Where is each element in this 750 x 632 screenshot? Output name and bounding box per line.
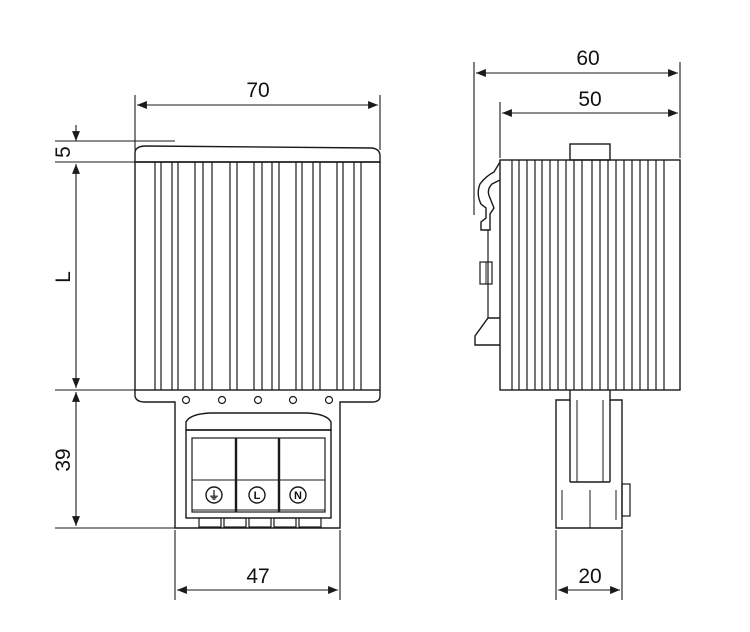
front-body — [134, 161, 381, 391]
terminal-block — [185, 412, 332, 431]
neutral-terminal-label: N — [294, 490, 302, 502]
side-connector — [555, 390, 623, 529]
front-top-cap — [134, 145, 381, 163]
width-50-label: 50 — [578, 88, 601, 111]
front-fins — [154, 162, 362, 390]
top-5-label: 5 — [52, 146, 75, 158]
live-terminal-label: L — [254, 490, 261, 502]
width-60-label: 60 — [576, 47, 599, 70]
side-view — [474, 143, 681, 529]
terminal-housing — [185, 429, 332, 519]
side-top-tab — [569, 143, 611, 161]
neutral-terminal-icon — [289, 486, 307, 504]
side-fins — [511, 160, 665, 390]
front-bottom-plate — [134, 390, 381, 529]
height-39-label: 39 — [52, 448, 75, 471]
ground-terminal-icon — [205, 486, 223, 504]
width-20-label: 20 — [578, 565, 601, 588]
ground-terminal-label: ⏚ — [209, 489, 220, 502]
length-l-label: L — [52, 271, 75, 283]
front-view — [134, 145, 381, 529]
front-dimensions — [55, 95, 381, 600]
side-dimensions — [473, 62, 681, 600]
width-47-label: 47 — [246, 565, 269, 588]
din-clip — [477, 161, 501, 231]
width-70-label: 70 — [246, 79, 269, 102]
live-terminal-icon — [248, 486, 266, 504]
front-holes — [181, 395, 334, 405]
